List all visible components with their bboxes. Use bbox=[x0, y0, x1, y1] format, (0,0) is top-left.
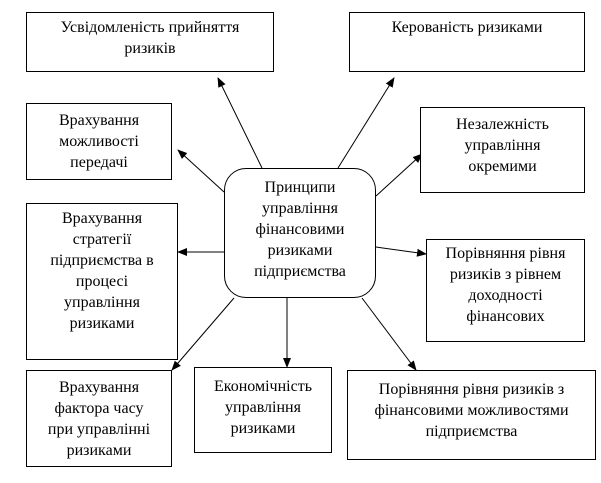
box-transfer: Врахування можливості передачі bbox=[26, 103, 172, 180]
box-awareness: Усвідомленість прийняття ризиків bbox=[26, 12, 274, 72]
center-line: Принципи bbox=[264, 179, 336, 196]
box-manageability: Керованість ризиками bbox=[349, 12, 585, 72]
arrow-to-independence bbox=[375, 153, 423, 197]
center-line: управління bbox=[262, 200, 338, 217]
box-line: окремими bbox=[468, 158, 537, 175]
box-line: ризиків bbox=[124, 40, 176, 57]
box-line: управління bbox=[225, 399, 301, 416]
box-line: Врахування bbox=[58, 379, 140, 396]
box-capabilities: Порівняння рівня ризиків з фінансовими м… bbox=[347, 370, 596, 460]
box-line: доходності bbox=[468, 287, 543, 304]
box-line: фактора часу bbox=[54, 400, 144, 417]
box-line: ризиків з рівнем bbox=[449, 266, 562, 283]
arrow-to-profitability bbox=[375, 246, 427, 257]
box-line: передачі bbox=[70, 154, 128, 171]
box-time-factor: Врахування фактора часу при управлінні р… bbox=[26, 370, 172, 467]
box-independence: Незалежність управління окремими bbox=[420, 107, 585, 193]
box-line: Врахування bbox=[58, 112, 140, 129]
box-line: фінансових bbox=[466, 308, 545, 325]
box-line: підприємства bbox=[425, 423, 518, 440]
box-line: фінансовими можливостями bbox=[374, 402, 569, 419]
box-line: стратегії bbox=[72, 231, 132, 248]
box-line: Економічність bbox=[213, 378, 312, 395]
center-line: ризиками bbox=[267, 242, 333, 259]
box-line: управління bbox=[464, 137, 541, 154]
box-line: Керованість ризиками bbox=[391, 19, 543, 36]
box-line: процесі bbox=[75, 273, 129, 290]
box-economy: Економічність управління ризиками bbox=[194, 367, 332, 453]
box-strategy: Врахування стратегії підприємства в проц… bbox=[26, 203, 178, 360]
box-line: при управлінні bbox=[47, 421, 151, 438]
arrow-to-time-factor bbox=[171, 297, 235, 371]
box-line: Порівняння рівня ризиків з bbox=[378, 381, 565, 398]
box-line: Усвідомленість прийняття bbox=[60, 19, 240, 36]
center-line: підприємства bbox=[254, 263, 346, 280]
arrow-to-manageability bbox=[337, 77, 395, 169]
box-line: управління bbox=[64, 294, 140, 311]
box-line: підприємства в bbox=[50, 252, 154, 269]
box-profitability: Порівняння рівня ризиків з рівнем доходн… bbox=[426, 239, 585, 342]
arrow-to-awareness bbox=[217, 77, 263, 169]
box-line: можливості bbox=[59, 133, 139, 150]
box-line: Врахування bbox=[61, 210, 143, 227]
arrow-to-capabilities bbox=[361, 297, 417, 371]
box-line: ризиками bbox=[230, 420, 296, 437]
central-principles-box: Принципи управління фінансовими ризиками… bbox=[224, 168, 376, 298]
arrow-to-transfer bbox=[177, 149, 225, 193]
center-line: фінансовими bbox=[255, 221, 345, 238]
box-line: ризиками bbox=[66, 442, 132, 459]
box-line: Порівняння рівня bbox=[445, 245, 566, 262]
box-line: ризиками bbox=[69, 315, 135, 332]
box-line: Незалежність bbox=[456, 116, 549, 133]
